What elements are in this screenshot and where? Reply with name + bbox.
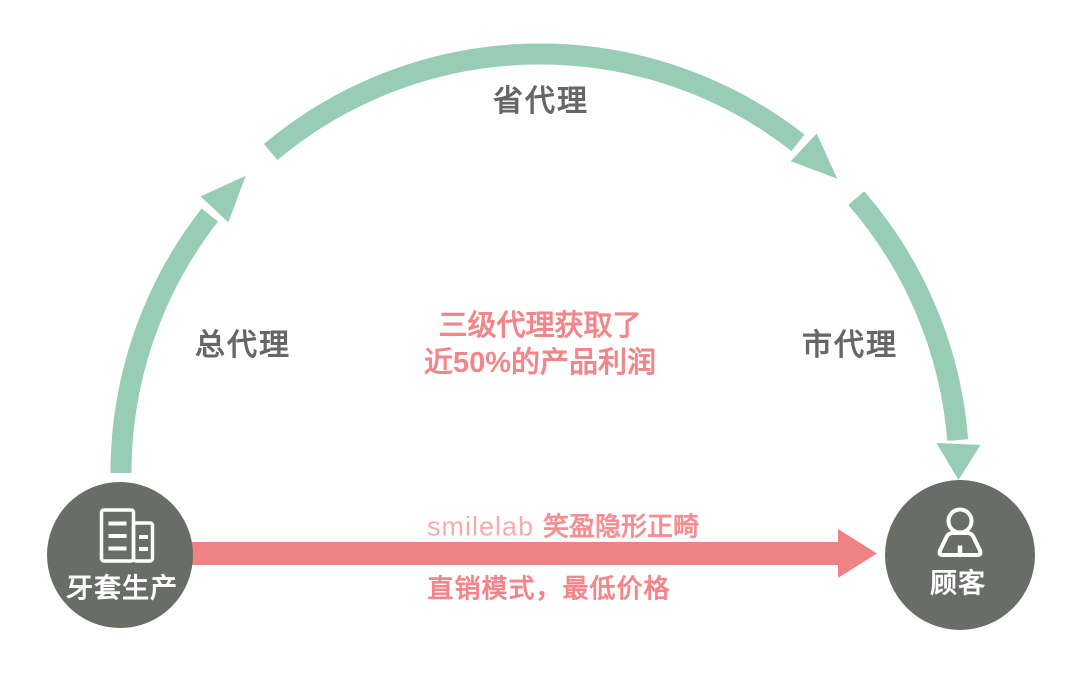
person-body-outline (937, 531, 983, 557)
producer-node-label: 牙套生产 (66, 573, 178, 604)
brand-product-name: 笑盈隐形正畸 (543, 511, 700, 542)
agent-arc-arrowheads (200, 133, 981, 480)
direct-arrow (190, 529, 877, 578)
person-icon (937, 507, 983, 557)
profit-note: 三级代理获取了 近50%的产品利润 (424, 308, 656, 382)
label-provincial-agent: 省代理 (493, 85, 589, 118)
agent-arc-segment-1 (110, 208, 219, 474)
label-general-agent: 总代理 (195, 329, 291, 362)
profit-note-line2: 近50%的产品利润 (423, 347, 657, 379)
direct-arrow-head-icon (838, 529, 877, 578)
customer-node-label: 顾客 (930, 568, 986, 599)
brand-line: smilelab 笑盈隐形正畸 (427, 507, 699, 544)
building-window-bars (108, 521, 148, 551)
direct-sales-caption: 直销模式，最低价格 (427, 573, 671, 604)
agent-arc-segment-3 (848, 191, 969, 441)
arc-arrowhead-right-icon (790, 133, 838, 179)
arc-arrowhead-down-icon (936, 443, 981, 480)
buildings-icon (99, 508, 155, 563)
arc-arrowhead-up-icon (200, 175, 246, 223)
agent-arc (110, 43, 969, 474)
direct-arrow-shaft (190, 542, 838, 565)
profit-note-line1: 三级代理获取了 (438, 310, 642, 342)
label-city-agent: 市代理 (802, 329, 898, 362)
producer-node-circle (47, 482, 193, 628)
building-short-outline (131, 521, 155, 563)
agent-arc-segment-2 (263, 43, 805, 161)
brand-name: smilelab (426, 511, 535, 542)
